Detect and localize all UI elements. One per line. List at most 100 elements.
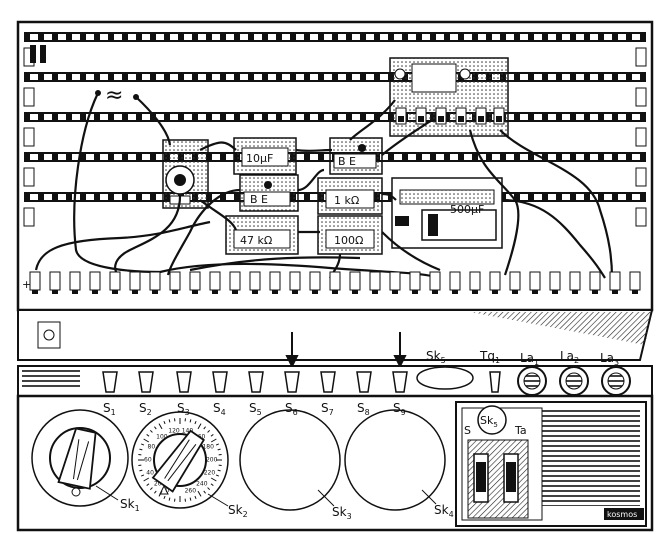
dial-sk3[interactable]: [239, 409, 341, 511]
rail-hole: [240, 114, 248, 120]
rail-hole: [380, 114, 388, 120]
terminal-block[interactable]: [409, 271, 421, 291]
sk5-socket[interactable]: [416, 366, 474, 390]
slide-switch[interactable]: [138, 371, 154, 393]
sk3-label: Sk3: [332, 505, 352, 521]
rail-hole: [450, 154, 458, 160]
rail-hole: [548, 154, 556, 160]
terminal-block[interactable]: [529, 271, 541, 291]
terminal-block[interactable]: [109, 271, 121, 291]
terminal-block[interactable]: [209, 271, 221, 291]
terminal-block[interactable]: [49, 271, 61, 291]
rail-hole: [184, 74, 192, 80]
terminal-block[interactable]: [229, 271, 241, 291]
terminal-block[interactable]: [149, 271, 161, 291]
terminal-block[interactable]: [369, 271, 381, 291]
terminal-block[interactable]: [129, 271, 141, 291]
rail-hole: [576, 114, 584, 120]
rail-hole: [548, 74, 556, 80]
terminal-block[interactable]: [589, 271, 601, 291]
terminal-block[interactable]: [289, 271, 301, 291]
rail-hole: [562, 74, 570, 80]
terminal-block[interactable]: [249, 271, 261, 291]
terminal-foot: [512, 290, 518, 294]
terminal-block[interactable]: [449, 271, 461, 291]
rail-hole: [380, 34, 388, 40]
terminal-foot: [572, 290, 578, 294]
terminal-block[interactable]: [509, 271, 521, 291]
sk2-label: Sk2: [228, 503, 248, 519]
terminal-block[interactable]: [569, 271, 581, 291]
tq1-switch[interactable]: [489, 371, 501, 393]
terminal-block[interactable]: [389, 271, 401, 291]
rail-hole: [576, 154, 584, 160]
rail-hole: [338, 74, 346, 80]
rail-hole: [352, 74, 360, 80]
rail-hole: [100, 154, 108, 160]
rail-hole: [380, 154, 388, 160]
slide-switch[interactable]: [212, 371, 228, 393]
rail-hole: [86, 74, 94, 80]
relay-module: [389, 57, 509, 137]
switch-label: S5: [249, 401, 262, 417]
rail-end-left: [23, 127, 35, 147]
terminal-block[interactable]: [309, 271, 321, 291]
dial-sk4[interactable]: [344, 409, 446, 511]
terminal-foot: [352, 290, 358, 294]
terminal-block[interactable]: [169, 271, 181, 291]
transistor-top-label: B E: [338, 155, 356, 168]
terminal-block[interactable]: [489, 271, 501, 291]
scale-number: 220: [204, 470, 216, 477]
rail-hole: [212, 34, 220, 40]
rail-hole: [128, 194, 136, 200]
rail-hole: [562, 114, 570, 120]
rail-hole: [30, 34, 38, 40]
relay-pin-contact: [496, 116, 502, 122]
rail-hole: [548, 194, 556, 200]
rail-hole: [436, 154, 444, 160]
slide-switch[interactable]: [392, 371, 408, 393]
terminal-block[interactable]: [349, 271, 361, 291]
dial-sk1[interactable]: [31, 409, 129, 507]
rail-hole: [44, 194, 52, 200]
rail-hole: [548, 34, 556, 40]
terminal-block[interactable]: [629, 271, 641, 291]
switch-label: S1: [103, 401, 116, 417]
slide-switch[interactable]: [176, 371, 192, 393]
terminal-block[interactable]: [89, 271, 101, 291]
rail-hole: [58, 154, 66, 160]
la1-label: La1: [520, 351, 539, 367]
dial-sk2[interactable]: 020406080100120140160180200220240260: [131, 411, 229, 509]
terminal-block[interactable]: [29, 271, 41, 291]
rail-hole: [100, 74, 108, 80]
resistor-47k-module: 47 kΩ: [225, 215, 299, 255]
rail-hole: [72, 194, 80, 200]
rail-hole: [30, 194, 38, 200]
terminal-block[interactable]: [189, 271, 201, 291]
rail-end-right: [635, 127, 647, 147]
slide-switch[interactable]: [356, 371, 372, 393]
switch-label: S6: [285, 401, 298, 417]
terminal-foot: [392, 290, 398, 294]
terminal-block[interactable]: [609, 271, 621, 291]
rail-hole: [352, 114, 360, 120]
terminal-block[interactable]: [469, 271, 481, 291]
resistor-1k-module: 1 kΩ: [317, 177, 383, 215]
terminal-block[interactable]: [549, 271, 561, 291]
rail-hole: [618, 154, 626, 160]
terminal-foot: [612, 290, 618, 294]
scale-number: 80: [148, 444, 156, 451]
scale-tick: [146, 434, 150, 437]
terminal-block[interactable]: [329, 271, 341, 291]
terminal-block[interactable]: [69, 271, 81, 291]
terminal-block[interactable]: [269, 271, 281, 291]
slide-switch[interactable]: [102, 371, 118, 393]
slide-switch[interactable]: [320, 371, 336, 393]
scale-tick: [163, 421, 166, 425]
terminal-block[interactable]: [429, 271, 441, 291]
terminal-foot: [452, 290, 458, 294]
slide-switch[interactable]: [284, 371, 300, 393]
rail-hole: [58, 194, 66, 200]
slide-switch[interactable]: [248, 371, 264, 393]
rail-hole: [492, 34, 500, 40]
